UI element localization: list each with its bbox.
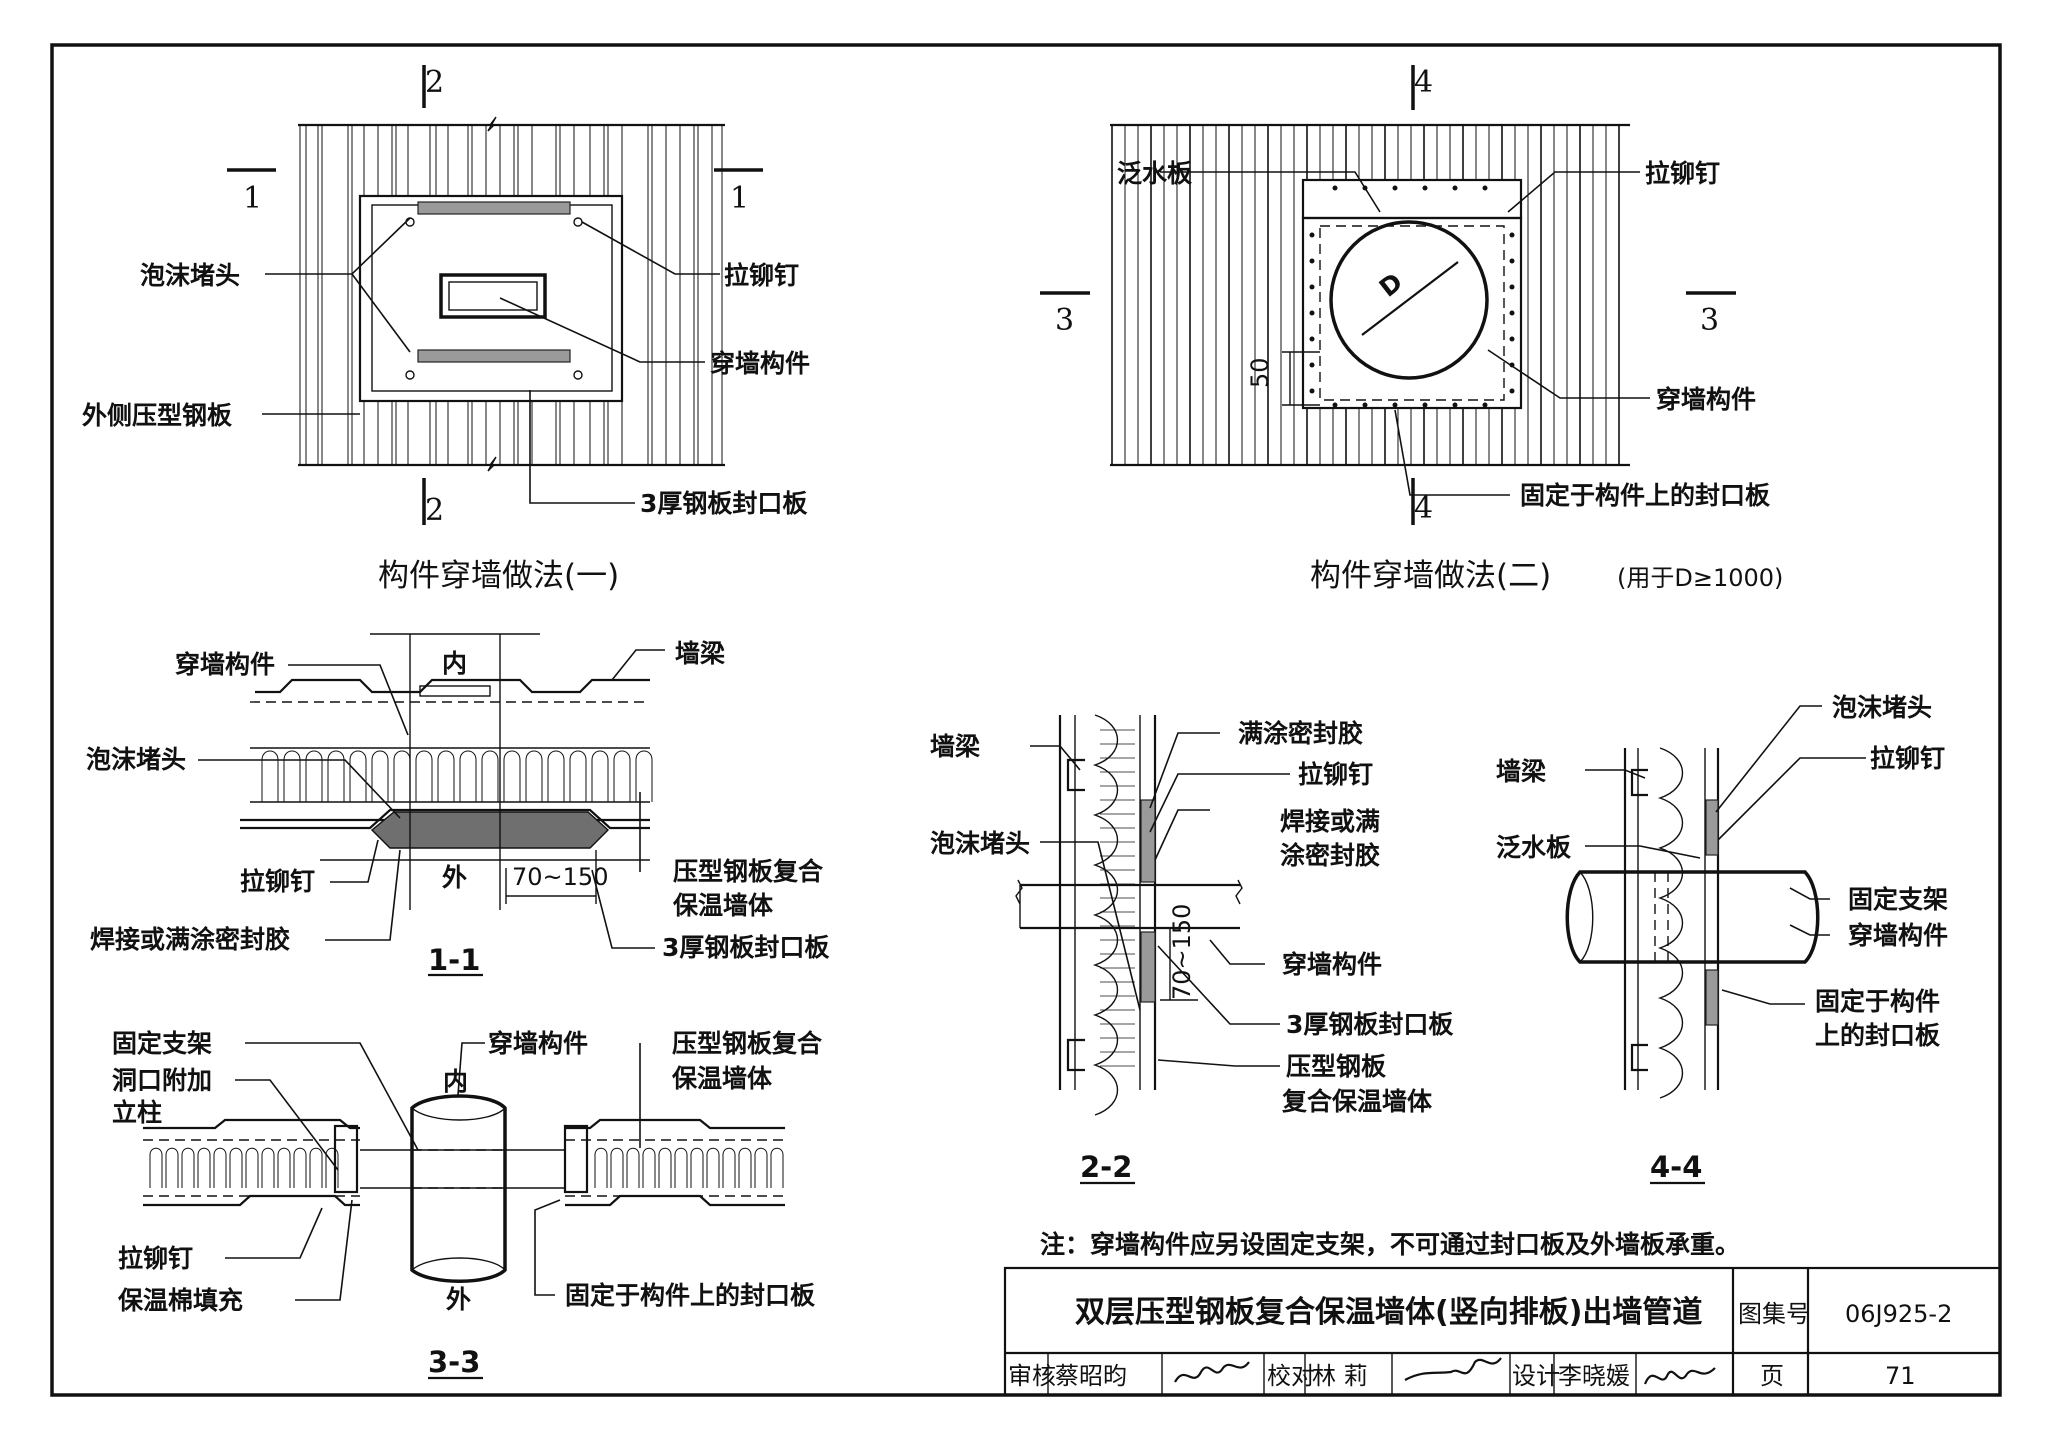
section-mark-1-right: 1 <box>730 181 749 216</box>
title-block-page-label: 页 <box>1760 1362 1784 1390</box>
s33-label-composite-2: 保温墙体 <box>671 1064 773 1093</box>
s11-label-composite-2: 保温墙体 <box>672 891 774 920</box>
plan-two <box>1040 65 1736 525</box>
section-mark-3-left: 3 <box>1055 303 1074 338</box>
s11-label-member: 穿墙构件 <box>175 650 275 679</box>
s44-label-seal-plate-1: 固定于构件 <box>1815 987 1940 1016</box>
title-block-review-label: 审核 <box>1008 1362 1056 1390</box>
section-mark-4-bottom: 4 <box>1414 491 1433 526</box>
s22-label-welded-1: 焊接或满 <box>1280 807 1380 836</box>
s22-label-member: 穿墙构件 <box>1282 950 1382 979</box>
s11-outside: 外 <box>442 863 467 892</box>
s22-label-seal-plate: 3厚钢板封口板 <box>1286 1010 1453 1039</box>
label-flashing: 泛水板 <box>1117 159 1192 188</box>
section-4-4 <box>1565 705 1866 1185</box>
title-block-atlas-no: 06J925-2 <box>1845 1300 1952 1328</box>
s33-inside: 内 <box>443 1067 468 1096</box>
title-block-check-label: 校对 <box>1267 1362 1315 1390</box>
section-title-1-1: 1-1 <box>428 943 480 977</box>
title-block <box>1003 1266 2002 1397</box>
caption-plan-two-note: (用于D≥1000) <box>1617 564 1783 592</box>
signature-checker <box>1404 1357 1502 1381</box>
title-block-designer: 李晓媛 <box>1558 1362 1630 1390</box>
s11-label-rivet: 拉铆钉 <box>240 867 315 896</box>
section-title-2-2: 2-2 <box>1080 1150 1132 1184</box>
section-mark-2-bottom: 2 <box>425 493 444 528</box>
section-mark-3-right: 3 <box>1700 303 1719 338</box>
label-diameter: D <box>1374 267 1408 303</box>
s11-dim: 70~150 <box>512 863 608 891</box>
s44-label-bracket: 固定支架 <box>1848 885 1948 914</box>
seal-plate-section <box>370 811 610 849</box>
note-text: 注：穿墙构件应另设固定支架，不可通过封口板及外墙板承重。 <box>1040 1230 1740 1259</box>
caption-plan-one: 构件穿墙做法(一) <box>378 558 619 594</box>
s22-dim: 70~150 <box>1168 904 1196 1000</box>
s22-label-rivet: 拉铆钉 <box>1298 760 1373 789</box>
label-rivet-2: 拉铆钉 <box>1645 159 1720 188</box>
foam-strip <box>417 201 571 215</box>
s22-label-composite-2: 复合保温墙体 <box>1282 1087 1433 1116</box>
title-block-page-no: 71 <box>1885 1362 1916 1390</box>
s44-label-foam-plug: 泡沫堵头 <box>1832 693 1932 722</box>
s22-label-foam-plug: 泡沫堵头 <box>930 829 1030 858</box>
section-mark-1-left: 1 <box>243 181 262 216</box>
label-rivet: 拉铆钉 <box>724 261 799 290</box>
s44-label-seal-plate-2: 上的封口板 <box>1815 1021 1940 1050</box>
s22-label-welded-2: 涂密封胶 <box>1280 841 1380 870</box>
s22-label-composite-1: 压型钢板 <box>1286 1052 1386 1081</box>
section-title-3-3: 3-3 <box>428 1345 480 1379</box>
s44-label-member: 穿墙构件 <box>1848 921 1948 950</box>
s11-inside: 内 <box>442 649 467 678</box>
section-3-3 <box>143 1042 785 1380</box>
section-mark-4-top: 4 <box>1414 65 1433 100</box>
s33-label-composite-1: 压型钢板复合 <box>672 1029 823 1058</box>
s33-label-opening-post-1: 洞口附加 <box>112 1066 212 1095</box>
plan-one <box>227 65 763 525</box>
section-title-4-4: 4-4 <box>1650 1150 1702 1184</box>
s11-label-seal-plate: 3厚钢板封口板 <box>662 933 829 962</box>
label-penetrating-member-2: 穿墙构件 <box>1656 385 1756 414</box>
s33-label-rivet: 拉铆钉 <box>118 1244 193 1273</box>
label-penetrating-member: 穿墙构件 <box>710 349 810 378</box>
section-2-2 <box>1015 714 1290 1185</box>
s44-label-flashing: 泛水板 <box>1496 833 1571 862</box>
dim-50: 50 <box>1246 357 1274 388</box>
title-block-design-label: 设计 <box>1512 1362 1560 1390</box>
pipe-section <box>1329 220 1489 380</box>
title-block-title: 双层压型钢板复合保温墙体(竖向排板)出墙管道 <box>1075 1295 1702 1330</box>
s33-label-insulation: 保温棉填充 <box>117 1286 243 1315</box>
s33-outside: 外 <box>446 1285 471 1314</box>
label-seal-plate-fixed: 固定于构件上的封口板 <box>1520 481 1770 510</box>
caption-plan-two: 构件穿墙做法(二) <box>1310 558 1551 594</box>
s33-label-bracket: 固定支架 <box>112 1029 212 1058</box>
label-seal-plate: 3厚钢板封口板 <box>640 489 807 518</box>
s44-label-wall-beam: 墙梁 <box>1496 757 1546 786</box>
s22-label-wall-beam: 墙梁 <box>930 732 980 761</box>
pipe-section-4-4 <box>1565 870 1820 964</box>
section-1-1 <box>198 633 665 977</box>
section-mark-2-top: 2 <box>425 65 444 100</box>
s11-label-wall-beam: 墙梁 <box>675 639 725 668</box>
s22-label-full-sealant: 满涂密封胶 <box>1238 719 1363 748</box>
title-block-atlas-label: 图集号 <box>1738 1300 1810 1328</box>
s11-label-welded: 焊接或满涂密封胶 <box>90 925 290 954</box>
s11-label-composite: 压型钢板复合 <box>673 857 824 886</box>
signature-designer <box>1643 1367 1716 1385</box>
s33-label-seal-plate: 固定于构件上的封口板 <box>565 1281 815 1310</box>
foam-strip <box>417 349 571 363</box>
label-outer-steel-sheet: 外侧压型钢板 <box>82 401 232 430</box>
title-block-checker: 林 莉 <box>1312 1362 1368 1390</box>
s44-label-rivet: 拉铆钉 <box>1870 744 1945 773</box>
s11-label-foam-plug: 泡沫堵头 <box>86 745 186 774</box>
s33-label-opening-post-2: 立柱 <box>112 1098 162 1127</box>
signature-reviewer <box>1174 1361 1250 1383</box>
title-block-reviewer: 蔡昭昀 <box>1055 1362 1127 1390</box>
s33-label-member: 穿墙构件 <box>488 1029 588 1058</box>
label-foam-plug: 泡沫堵头 <box>140 261 240 290</box>
